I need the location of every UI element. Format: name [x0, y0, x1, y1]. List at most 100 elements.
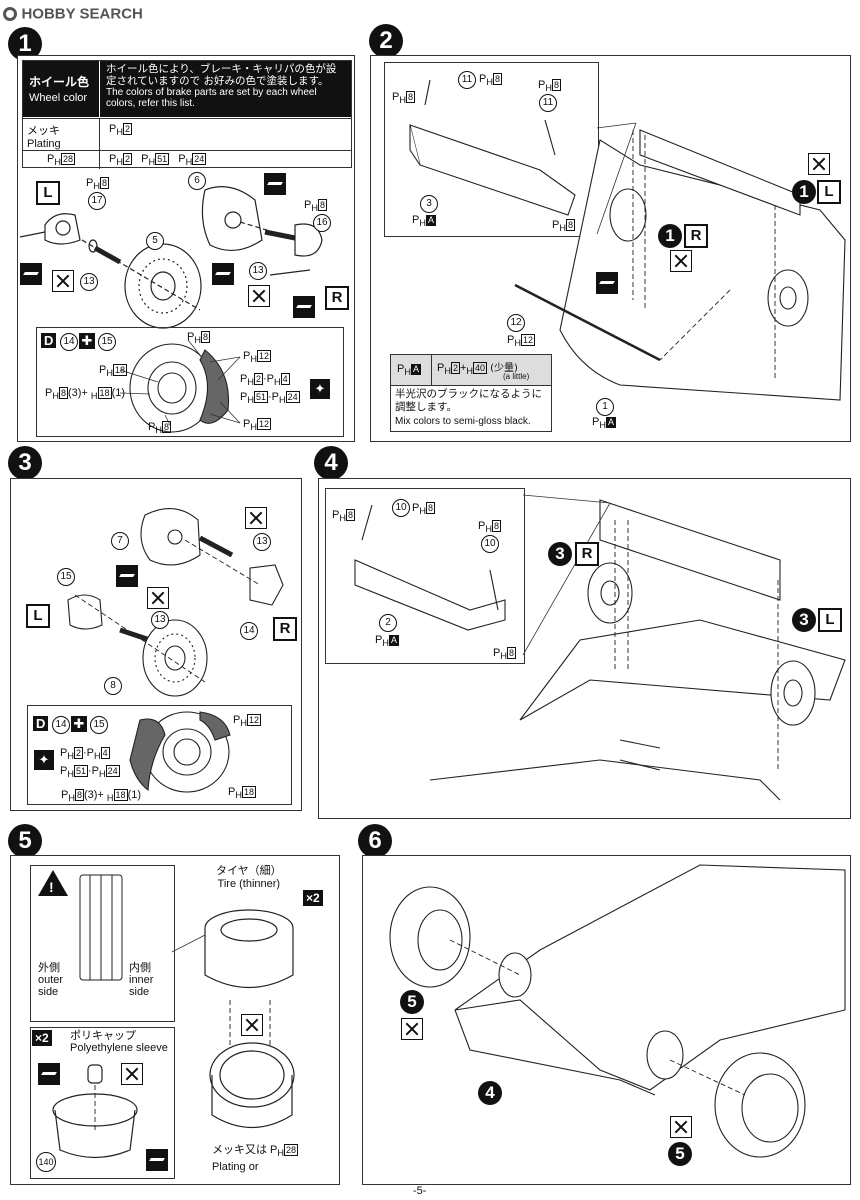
paint-icon [264, 173, 286, 195]
glue-icon [121, 1063, 143, 1085]
plating-label: メッキ Plating [27, 122, 99, 150]
quantity-x2-poly: ×2 [32, 1030, 52, 1046]
detail-plus-icon: ✚ [79, 333, 95, 349]
step1-part-13-left: 13 [80, 273, 98, 291]
step4-part-10-a: 10 [392, 499, 410, 517]
semigloss-jp: 半光沢のブラックになるように調整します。 [395, 388, 542, 413]
step1-brake-detail-box [36, 327, 344, 437]
paint-icon [293, 296, 315, 318]
glue-icon [241, 1014, 263, 1036]
side-L-label: L [817, 180, 841, 204]
detail-option-icon: ✦ [34, 750, 54, 770]
ref-step5-left: 5 [400, 990, 424, 1014]
paint-icon [116, 565, 138, 587]
side-R-label: R [575, 542, 599, 566]
glue-icon [808, 153, 830, 175]
mix-little-en: (a little) [503, 372, 530, 381]
polycap-box [30, 1027, 175, 1179]
paint-icon [212, 263, 234, 285]
wheel-color-table: ホイール色 Wheel color ホイール色により、ブレーキ・キャリパの色が設… [22, 60, 352, 169]
glue-icon [670, 1116, 692, 1138]
wheel-color-jp: ホイール色 [29, 75, 90, 89]
ref-step5-right: 5 [668, 1142, 692, 1166]
step1-part-17: 17 [88, 192, 106, 210]
paint-icon [38, 1063, 60, 1085]
quantity-x2-tire: ×2 [303, 890, 323, 906]
plating-en: Plating [27, 138, 61, 150]
table-divider [99, 119, 100, 169]
glue-icon [52, 270, 74, 292]
detail-D-badge: D [41, 333, 57, 348]
step4-part-10-b: 10 [481, 535, 499, 553]
wheel-color-header-cell: ホイール色 Wheel color [23, 61, 99, 117]
wheel-color-en: Wheel color [29, 92, 88, 104]
step3-part-15: 15 [57, 568, 75, 586]
page-number: -5- [413, 1185, 427, 1197]
glue-icon [147, 587, 169, 609]
paint-icon [20, 263, 42, 285]
tire-label: タイヤ（細） Tire (thinner) [216, 864, 282, 890]
detail-plus-icon: ✚ [71, 716, 87, 732]
paint-icon [146, 1149, 168, 1171]
step2-part-3: 3 [420, 195, 438, 213]
step2-part-12: 12 [507, 314, 525, 332]
ref-step4: 4 [478, 1081, 502, 1105]
step3-part-8: 8 [104, 677, 122, 695]
ref-step3-L: 3 [792, 608, 816, 632]
polycap-label: ポリキャップ Polyethylene sleeve [70, 1029, 168, 1054]
ref-step3-R: 3 [548, 542, 572, 566]
side-R-label: R [684, 224, 708, 248]
step6-panel [362, 855, 851, 1185]
glue-icon [248, 285, 270, 307]
detail-D-badge: D [33, 716, 49, 731]
detail-option-icon: ✦ [310, 379, 330, 399]
logo-mark-icon [3, 6, 17, 21]
side-L-label: L [36, 181, 60, 205]
step3-number: 3 [8, 446, 42, 480]
detail-part-14: 14 [52, 716, 70, 734]
wheel-color-note-cell: ホイール色により、ブレーキ・キャリパの色が設定されていますので お好みの色で塗装… [100, 61, 351, 117]
step1-part-13-right: 13 [249, 262, 267, 280]
part-140: 140 [36, 1152, 56, 1172]
step3-brake-detail-box [27, 705, 292, 805]
ref-step1-L: 1 [792, 180, 816, 204]
logo-text: HOBBY SEARCH [21, 5, 143, 23]
side-L-label: L [818, 608, 842, 632]
step2-inset-box [384, 62, 599, 237]
step2-number: 2 [369, 24, 403, 58]
side-R-label: R [325, 286, 349, 310]
color-code-2: 2 [122, 123, 132, 135]
step3-part-13-a: 13 [253, 533, 271, 551]
hobby-search-logo: HOBBY SEARCH [3, 5, 143, 23]
glue-icon [245, 507, 267, 529]
ref-step1-R: 1 [658, 224, 682, 248]
step2-part-11-a: 11 [458, 71, 476, 89]
detail-part-15: 15 [90, 716, 108, 734]
step3-part-13-b: 13 [151, 611, 169, 629]
paint-icon [596, 272, 618, 294]
inner-side-label: 内側 inner side [129, 961, 154, 999]
step4-part-2: 2 [379, 614, 397, 632]
outer-side-label: 外側 outer side [38, 961, 64, 999]
